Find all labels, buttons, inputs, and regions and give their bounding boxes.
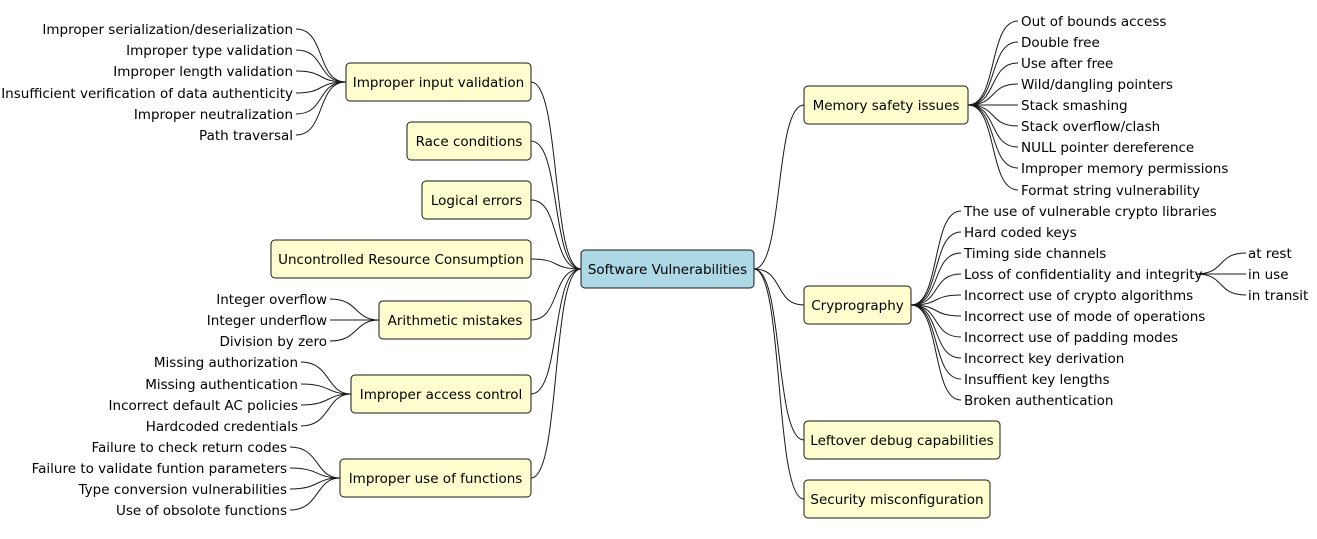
root-node: Software Vulnerabilities (580, 249, 755, 289)
branch-label: Memory safety issues (813, 98, 960, 114)
leaf-label: Use of obsolote functions (116, 503, 287, 519)
leaf-label: Hard coded keys (964, 225, 1077, 241)
leaf-label: Insuffient key lengths (964, 372, 1110, 388)
branch-label: Uncontrolled Resource Consumption (278, 252, 524, 268)
leaf-label: The use of vulnerable crypto libraries (963, 204, 1217, 220)
leaf-label: in use (1248, 267, 1289, 283)
leaf-label: Hardcoded credentials (146, 419, 298, 435)
leaf-label: Path traversal (199, 128, 293, 144)
leaf-label: Failure to check return codes (91, 440, 287, 456)
leaves-improper-access-control: Missing authorization Missing authentica… (109, 355, 298, 435)
branch-label: Leftover debug capabilities (810, 433, 993, 449)
leaf-label: in transit (1248, 288, 1308, 304)
branch-memory-safety-issues: Memory safety issues (803, 85, 969, 125)
branch-security-misconfiguration: Security misconfiguration (803, 479, 991, 519)
branch-arithmetic-mistakes: Arithmetic mistakes (378, 300, 532, 340)
leaf-label: Broken authentication (964, 393, 1113, 409)
leaf-label: Incorrect key derivation (964, 351, 1124, 367)
leaf-label: Insufficient verification of data authen… (1, 86, 293, 102)
leaves-cryprography: The use of vulnerable crypto libraries H… (963, 204, 1217, 409)
leaf-label: Integer overflow (216, 292, 327, 308)
leaf-label: Incorrect default AC policies (109, 398, 298, 414)
leaf-label: Failure to validate funtion parameters (32, 461, 287, 477)
branch-label: Arithmetic mistakes (388, 313, 523, 329)
leaf-label: Missing authorization (154, 355, 298, 371)
leaf-label: Out of bounds access (1021, 14, 1166, 30)
branch-label: Logical errors (431, 193, 522, 209)
branch-label: Security misconfiguration (810, 492, 983, 508)
leaves-arithmetic-mistakes: Integer overflow Integer underflow Divis… (207, 292, 327, 350)
leaf-label: Division by zero (219, 334, 327, 350)
leaf-label: Stack smashing (1021, 98, 1128, 114)
root-label: Software Vulnerabilities (588, 262, 747, 278)
leaf-label: Type conversion vulnerabilities (78, 482, 287, 498)
branch-label: Cryprography (811, 298, 904, 314)
leaf-label: Incorrect use of mode of operations (964, 309, 1205, 325)
branch-improper-access-control: Improper access control (350, 374, 532, 414)
leaf-label: Double free (1021, 35, 1100, 51)
leaf-label: Incorrect use of crypto algorithms (964, 288, 1193, 304)
leaf-label: Improper type validation (126, 43, 293, 59)
leaf-label: Use after free (1021, 56, 1113, 72)
branch-label: Improper use of functions (349, 471, 523, 487)
leaves-improper-use-of-functions: Failure to check return codes Failure to… (32, 440, 287, 519)
branch-label: Race conditions (416, 134, 523, 150)
leaves-memory-safety-issues: Out of bounds access Double free Use aft… (1021, 14, 1228, 199)
leaf-label: Improper length validation (113, 64, 293, 80)
leaf-label: Missing authentication (145, 377, 298, 393)
leaves-loss-of-confidentiality: at rest in use in transit (1248, 246, 1308, 304)
edges (289, 20, 1247, 511)
leaves-improper-input-validation: Improper serialization/deserialization I… (1, 22, 293, 144)
branch-logical-errors: Logical errors (421, 180, 532, 220)
leaf-label: Improper serialization/deserialization (42, 22, 293, 38)
branch-improper-use-of-functions: Improper use of functions (339, 458, 532, 498)
leaf-label: Timing side channels (963, 246, 1106, 262)
leaf-label: Integer underflow (207, 313, 327, 329)
leaf-label: Stack overflow/clash (1021, 119, 1160, 135)
branch-leftover-debug-capabilities: Leftover debug capabilities (803, 420, 1001, 460)
leaf-label: Format string vulnerability (1021, 183, 1200, 199)
branch-cryprography: Cryprography (803, 285, 912, 325)
branch-uncontrolled-resource-consumption: Uncontrolled Resource Consumption (270, 239, 532, 279)
branch-race-conditions: Race conditions (406, 121, 532, 161)
leaf-label: Wild/dangling pointers (1021, 77, 1173, 93)
leaf-label: at rest (1248, 246, 1292, 262)
leaf-label: NULL pointer dereference (1021, 140, 1194, 156)
branch-label: Improper input validation (353, 75, 524, 91)
branch-improper-input-validation: Improper input validation (345, 62, 532, 102)
leaf-label: Improper neutralization (134, 107, 293, 123)
branch-label: Improper access control (360, 387, 523, 403)
leaf-label: Incorrect use of padding modes (964, 330, 1178, 346)
leaf-label: Loss of confidentiality and integrity (964, 267, 1203, 283)
leaf-label: Improper memory permissions (1021, 161, 1228, 177)
